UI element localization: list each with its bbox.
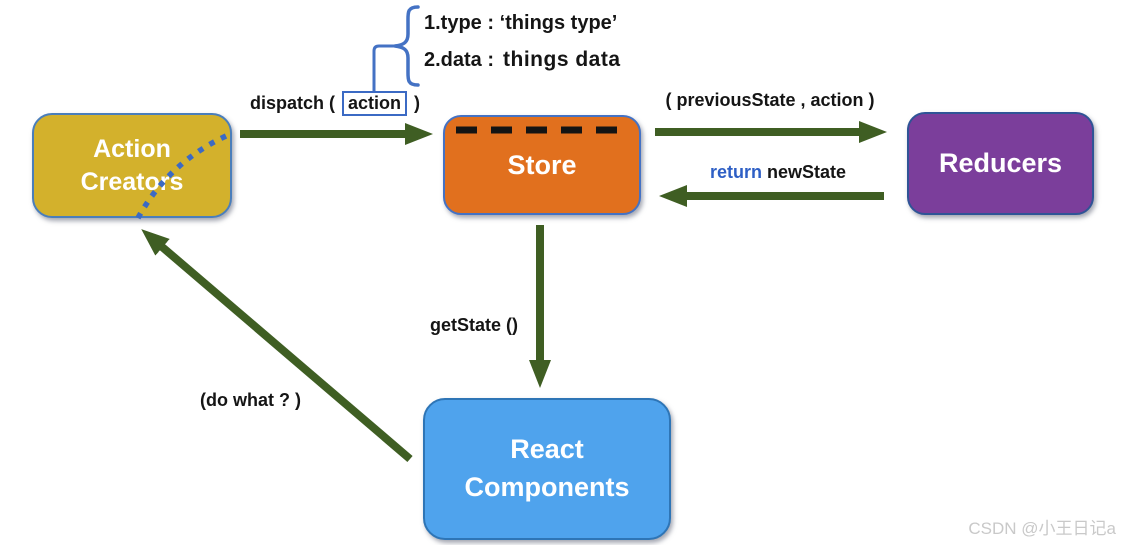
label-getstate: getState () [430,315,519,335]
node-store: Store [443,115,641,215]
return-value: newState [767,162,847,182]
node-reducers: Reducers [907,112,1094,215]
annotation-line-type: 1.type : ‘things type’ [424,12,618,34]
label-do-what: (do what ? ) [200,390,301,410]
annotation-connector-line [372,44,395,93]
return-keyword: return [709,162,762,182]
annotation-brace [393,5,420,87]
node-react-components: React Components [423,398,671,540]
arrow-do-what [141,229,413,463]
csdn-watermark: CSDN @小王日记a [968,519,1116,538]
dispatch-suffix: ) [414,93,421,113]
dispatch-prefix: dispatch ( [249,93,335,113]
annotation-line-data: 2.data : things data [424,48,621,72]
action-chip: action [342,91,408,116]
annotation-data-key: 2.data : [424,49,495,71]
label-return-newstate: return newState [672,162,884,183]
node-action-creators: Action Creators [32,113,232,218]
label-dispatch: dispatch ( action ) [235,91,435,116]
annotation-data-value: things data [503,48,621,71]
label-previousstate-action: ( previousState , action ) [665,90,875,110]
